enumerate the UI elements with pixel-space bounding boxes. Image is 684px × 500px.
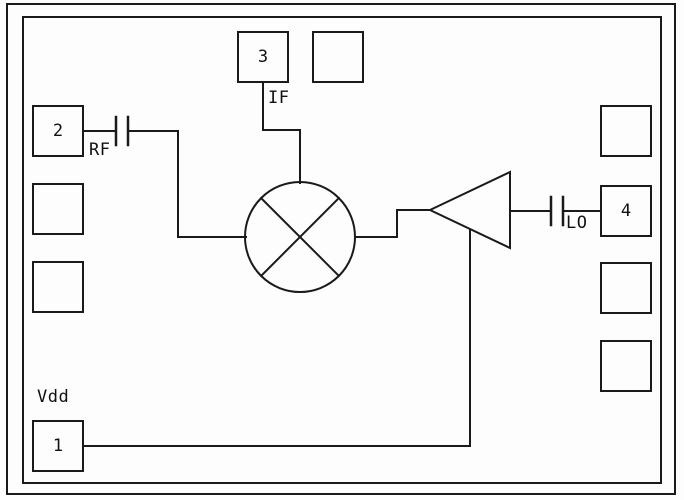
pad-2-label: 2 — [52, 121, 64, 141]
pad-blank-top — [312, 31, 364, 83]
pad-blank-right-1 — [600, 105, 652, 157]
mixer-cross — [259, 196, 341, 278]
mixer-icon — [244, 181, 356, 293]
pad-blank-right-3 — [600, 340, 652, 392]
chip-outline-inner — [22, 16, 662, 484]
pad-blank-left-1 — [32, 183, 84, 235]
lo-port-label: LO — [566, 213, 588, 233]
mixer-output-wire — [354, 209, 430, 238]
vdd-label: Vdd — [37, 387, 70, 407]
pad-4-label: 4 — [620, 201, 632, 221]
pad-1: 1 — [32, 420, 84, 472]
pad-4: 4 — [600, 185, 652, 237]
pad-3-label: 3 — [257, 47, 269, 67]
pad-1-label: 1 — [52, 436, 64, 456]
rf-port-label: RF — [89, 140, 111, 160]
pad-blank-right-2 — [600, 262, 652, 314]
pad-3: 3 — [237, 31, 289, 83]
pad-2: 2 — [32, 105, 84, 157]
rf-series-capacitor-icon — [114, 115, 130, 147]
wire-group — [83, 82, 601, 447]
vdd-wire — [83, 228, 471, 447]
chip-outline-outer — [6, 3, 676, 495]
rf-wire-right — [127, 130, 247, 238]
pad-blank-left-2 — [32, 261, 84, 313]
if-port-label: IF — [268, 88, 290, 108]
lo-series-capacitor-icon — [549, 195, 565, 227]
if-wire — [262, 82, 301, 184]
